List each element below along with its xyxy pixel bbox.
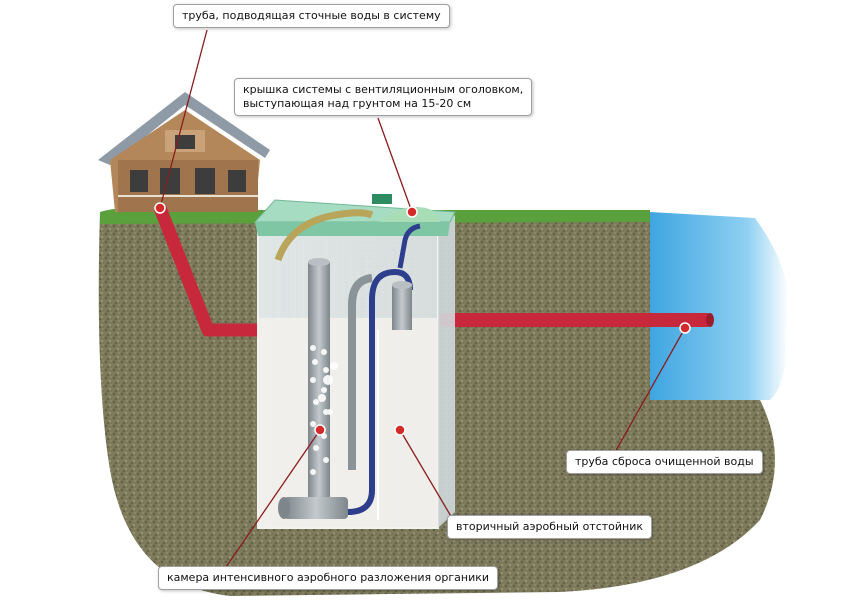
label-secondary-settler-text: вторичный аэробный отстойник [456, 520, 644, 533]
label-inlet-pipe-text: труба, подводящая сточные воды в систему [182, 9, 441, 22]
marker-chamber [314, 424, 326, 436]
marker-lid [406, 206, 418, 218]
marker-inlet [154, 202, 166, 214]
label-lid-line-2: выступающая над грунтом на 15-20 см [243, 97, 472, 110]
label-aerobic-chamber: камера интенсивного аэробного разложения… [158, 566, 499, 590]
label-lid-line-1: крышка системы с вентиляционным оголовко… [243, 83, 524, 96]
label-inlet-pipe: труба, подводящая сточные воды в систему [173, 4, 450, 28]
label-outlet-pipe: труба сброса очищенной воды [566, 450, 763, 474]
house-illustration [98, 92, 270, 212]
inlet-pipe [153, 205, 262, 337]
septic-tank [253, 194, 456, 529]
leader-lines [159, 29, 686, 571]
label-outlet-pipe-text: труба сброса очищенной воды [575, 455, 754, 468]
label-secondary-settler: вторичный аэробный отстойник [447, 515, 653, 539]
marker-settler [394, 424, 406, 436]
label-aerobic-chamber-text: камера интенсивного аэробного разложения… [167, 571, 490, 584]
marker-outlet [679, 322, 691, 334]
water-body [650, 212, 789, 400]
label-system-lid: крышка системы с вентиляционным оголовко… [234, 78, 533, 116]
outlet-pipe [440, 313, 710, 327]
